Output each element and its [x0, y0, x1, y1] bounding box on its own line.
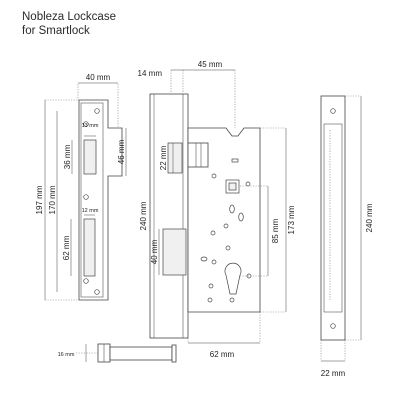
dim-latch-slot-width: 13 mm — [82, 123, 99, 129]
title-line-1: Nobleza Lockcase — [22, 11, 116, 23]
dim-bolt-throw: 16 mm — [58, 352, 75, 358]
diagram-title: Nobleza Lockcase for Smartlock — [22, 10, 116, 38]
dim-case-height: 173 mm — [287, 205, 296, 234]
side-faceplate — [320, 95, 346, 341]
dim-latch-height: 22 mm — [159, 145, 168, 170]
dim-backset: 45 mm — [198, 60, 223, 69]
dim-bolt-slot-width: 12 mm — [82, 208, 99, 214]
dim-spindle-to-cylinder: 85 mm — [271, 218, 280, 243]
dim-strike-height-outer: 197 mm — [35, 185, 44, 214]
title-line-2: for Smartlock — [22, 25, 90, 37]
main-faceplate — [149, 93, 189, 339]
bolt-spindle — [97, 343, 177, 363]
strike-plate — [78, 99, 123, 301]
dim-bolt-height: 40 mm — [150, 239, 159, 264]
dim-side-faceplate-width: 22 mm — [321, 369, 346, 378]
dim-strike-width: 40 mm — [86, 73, 111, 82]
dim-latch-slot-height: 36 mm — [63, 144, 72, 169]
dim-faceplate-length: 240 mm — [139, 201, 148, 230]
lock-case-body — [187, 127, 261, 313]
dim-latch-plate-height: 46 mm — [117, 139, 126, 164]
dim-side-faceplate-length: 240 mm — [365, 203, 374, 232]
dim-bolt-slot-height: 62 mm — [62, 235, 71, 260]
dim-case-depth: 62 mm — [210, 350, 235, 359]
dim-faceplate-offset: 14 mm — [138, 69, 163, 78]
dim-strike-height-inner: 170 mm — [48, 185, 57, 214]
